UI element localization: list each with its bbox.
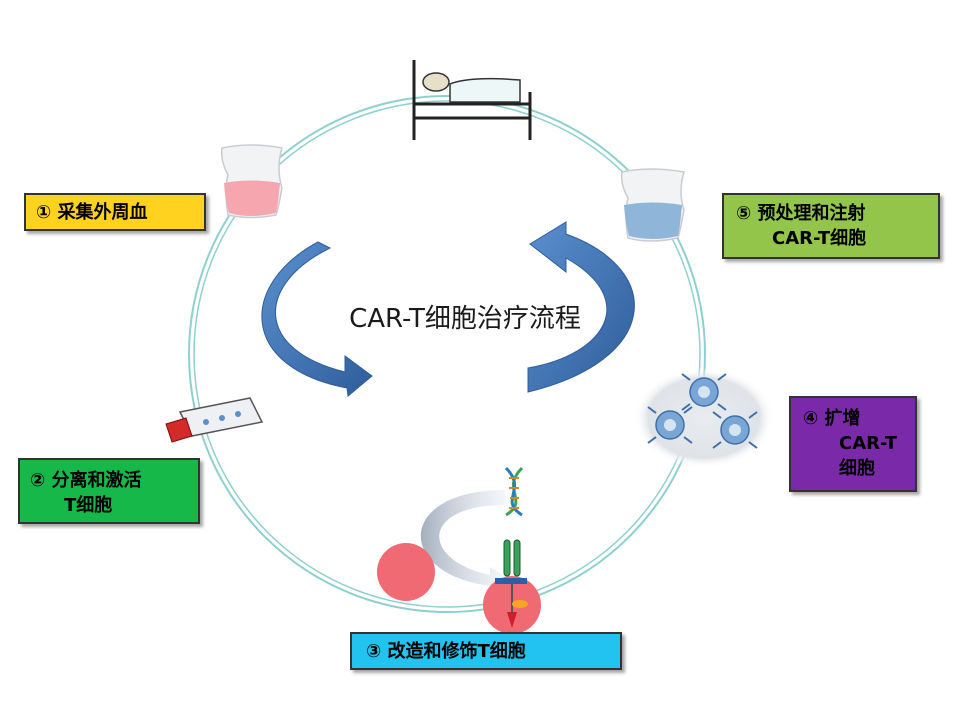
t-cell-icon <box>377 543 435 601</box>
step-3-text: ③ 改造和修饰T细胞 <box>366 641 526 662</box>
culture-flask-icon <box>165 397 264 443</box>
step-5-infuse-label: ⑤ 预处理和注射 CAR-T细胞 <box>722 193 940 259</box>
step-2-isolate-activate-label: ② 分离和激活 T细胞 <box>18 458 200 524</box>
step-4-expand-label: ④ 扩增 CAR-T 细胞 <box>789 396 917 492</box>
step-1-collect-blood-label: ① 采集外周血 <box>24 193 206 231</box>
step-1-text: ① 采集外周血 <box>36 202 148 223</box>
infusion-bag-icon <box>620 168 685 242</box>
right-cycle-arrow <box>527 221 635 393</box>
dna-icon <box>504 466 524 517</box>
car-receptor-icon <box>483 539 541 634</box>
step-4-text-line-3: 细胞 <box>839 458 875 479</box>
step-2-text-line-1: ② 分离和激活 <box>30 470 142 491</box>
blood-bag-icon <box>220 144 283 219</box>
hospital-bed-icon <box>412 60 532 140</box>
diagram-title: CAR-T细胞治疗流程 <box>349 304 581 334</box>
left-cycle-arrow <box>261 241 373 397</box>
cycle-ring <box>188 95 706 613</box>
step-4-text-line-1: ④ 扩增 <box>803 408 861 429</box>
step-4-text-line-2: CAR-T <box>839 433 898 454</box>
transfer-arrow <box>420 490 512 592</box>
cart-cell-cluster-icon <box>634 368 774 468</box>
step-3-modify-label: ③ 改造和修饰T细胞 <box>350 632 622 670</box>
step-2-text-line-2: T细胞 <box>64 495 113 516</box>
step-5-text-line-1: ⑤ 预处理和注射 <box>736 203 866 224</box>
step-5-text-line-2: CAR-T细胞 <box>772 228 867 249</box>
